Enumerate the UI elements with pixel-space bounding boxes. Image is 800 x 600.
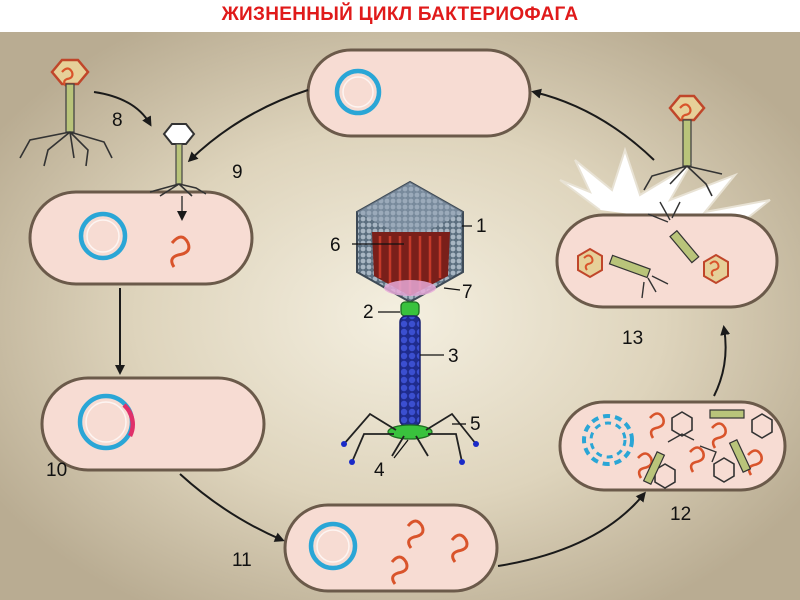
bacteriophage-icon [668, 94, 706, 122]
bacteriophage-stage-9 [149, 123, 207, 221]
part-label-7: 7 [462, 282, 473, 303]
cycle-arrow-icon [93, 91, 152, 127]
bacterial-cell-stage-9 [28, 190, 254, 286]
stage-label-10: 10 [46, 460, 67, 481]
bacterial-cell-stage-10 [40, 376, 266, 472]
bacterial-cell-icon [28, 190, 254, 286]
bacterial-cell-stage-11 [283, 503, 499, 593]
viral-dna-icon [390, 555, 409, 585]
cycle-arrows [93, 88, 731, 567]
phage-tail [399, 315, 421, 427]
lysis-burst [559, 146, 771, 229]
bacterial-cell-icon [306, 48, 532, 138]
viral-dna-icon [122, 403, 135, 438]
stage-label-8: 8 [112, 110, 123, 131]
bacteriophage-icon [162, 123, 196, 145]
part-label-2: 2 [363, 302, 374, 323]
bacteriophage-icon [50, 58, 90, 86]
cycle-arrow-icon [179, 473, 285, 542]
viral-dna-icon [406, 519, 425, 549]
viral-dna-icon [450, 533, 469, 563]
bacteriophage-stage-8 [19, 58, 113, 167]
cycle-arrow-icon [713, 325, 731, 397]
circular-dna-icon [308, 521, 358, 571]
stage-label-12: 12 [670, 504, 691, 525]
part-label-4: 4 [374, 460, 385, 481]
part-label-1: 1 [476, 216, 487, 237]
bacterial-cell-stage-12 [558, 400, 787, 492]
diagram-title: ЖИЗНЕННЫЙ ЦИКЛ БАКТЕРИОФАГА [221, 4, 579, 25]
circular-dna-icon [78, 211, 128, 261]
bacterial-cell-stage-13 [555, 146, 779, 309]
bacterial-cell-top [306, 48, 532, 138]
circular-dna-icon [582, 414, 634, 466]
part-label-6: 6 [330, 235, 341, 256]
part-label-5: 5 [470, 414, 481, 435]
bacteriophage-stage-13 [643, 94, 723, 197]
circular-dna-icon [334, 68, 382, 116]
cycle-arrow-icon [497, 491, 646, 567]
bacterial-cell-icon [40, 376, 266, 472]
stage-label-9: 9 [232, 162, 243, 183]
stage-label-11: 11 [232, 550, 252, 571]
viral-dna-icon [170, 235, 191, 268]
part-label-3: 3 [448, 346, 459, 367]
stage-label-13: 13 [622, 328, 643, 349]
bacteriophage-structure [341, 180, 479, 465]
cycle-arrow-icon [187, 89, 309, 163]
bacterial-cell-icon [558, 400, 787, 492]
cycle-arrow-icon [531, 88, 655, 161]
